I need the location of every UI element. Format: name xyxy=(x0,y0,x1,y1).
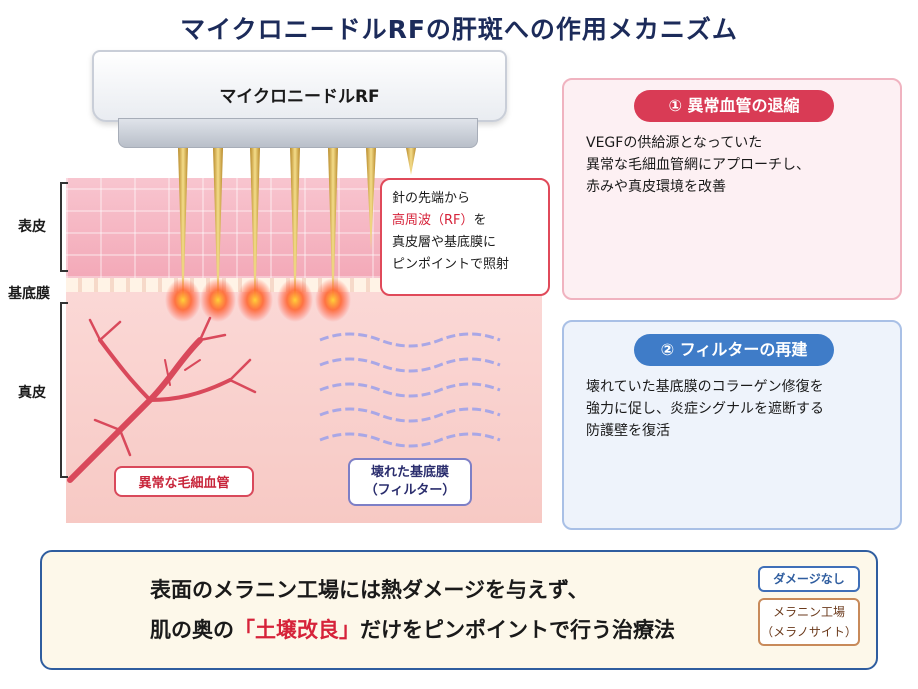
panel-filter-rebuild: ② フィルターの再建 壊れていた基底膜のコラーゲン修復を 強力に促し、炎症シグナ… xyxy=(562,320,902,530)
panel2-line: 防護壁を復活 xyxy=(586,423,670,439)
panel2-line: 強力に促し、炎症シグナルを遮断する xyxy=(586,401,824,417)
summary-text-pre: 肌の奥の xyxy=(150,618,234,642)
panel2-title: ② フィルターの再建 xyxy=(634,334,834,366)
callout-line: 針の先端から xyxy=(392,191,471,206)
panel1-line: 赤みや真皮環境を改善 xyxy=(586,179,726,195)
summary-text-post: だけをピンポイントで行う治療法 xyxy=(360,618,675,642)
panel2-text: 壊れていた基底膜のコラーゲン修復を 強力に促し、炎症シグナルを遮断する 防護壁を… xyxy=(586,376,886,442)
melano-line: メラニン工場 xyxy=(772,605,845,619)
microneedle-device: マイクロニードルRF xyxy=(92,50,507,122)
page-title: マイクロニードルRFの肝斑への作用メカニズム xyxy=(180,15,738,44)
summary-line: 表面のメラニン工場には熱ダメージを与えず、 xyxy=(150,578,589,602)
panel1-line: VEGFの供給源となっていた xyxy=(586,135,763,151)
summary-text: 表面のメラニン工場には熱ダメージを与えず、 肌の奥の「土壌改良」だけをピンポイン… xyxy=(150,570,675,650)
label-dermis: 真皮 xyxy=(18,385,46,401)
summary-box: 表面のメラニン工場には熱ダメージを与えず、 肌の奥の「土壌改良」だけをピンポイン… xyxy=(40,550,878,670)
panel-vessel-regression: ① 異常血管の退縮 VEGFの供給源となっていた 異常な毛細血管網にアプローチし… xyxy=(562,78,902,300)
callout-highlight: 高周波（RF） xyxy=(392,213,474,228)
label-abnormal-vessels: 異常な毛細血管 xyxy=(114,466,254,497)
callout-line: 真皮層や基底膜に xyxy=(392,235,497,250)
melano-line: （メラノサイト） xyxy=(761,625,857,639)
dermis-bracket xyxy=(60,302,68,478)
broken-filter-art xyxy=(319,332,501,448)
needle-icon xyxy=(178,148,416,315)
callout-line: 高周波（RF）を xyxy=(392,210,538,232)
no-damage-badge: ダメージなし xyxy=(758,566,860,592)
panel1-text: VEGFの供給源となっていた 異常な毛細血管網にアプローチし、 赤みや真皮環境を… xyxy=(586,132,886,198)
rf-callout: 針の先端から 高周波（RF）を 真皮層や基底膜に ピンポイントで照射 xyxy=(380,178,550,296)
panel1-title: ① 異常血管の退縮 xyxy=(634,90,834,122)
label-epidermis: 表皮 xyxy=(18,219,46,235)
label-broken-filter: 壊れた基底膜 （フィルター） xyxy=(348,458,472,506)
epidermis-bracket xyxy=(60,182,68,272)
panel1-line: 異常な毛細血管網にアプローチし、 xyxy=(586,157,810,173)
label-basement: 基底膜 xyxy=(8,286,50,302)
filter-label-line: （フィルター） xyxy=(364,483,456,498)
abnormal-vessels-art xyxy=(67,316,257,483)
callout-line: ピンポイントで照射 xyxy=(392,257,510,272)
callout-text: を xyxy=(473,213,487,228)
device-base xyxy=(118,118,478,148)
filter-label-line: 壊れた基底膜 xyxy=(370,465,449,480)
summary-highlight: 「土壌改良」 xyxy=(234,618,360,642)
device-label: マイクロニードルRF xyxy=(219,87,380,107)
summary-line: 肌の奥の「土壌改良」だけをピンポイントで行う治療法 xyxy=(150,610,675,650)
panel2-line: 壊れていた基底膜のコラーゲン修復を xyxy=(586,379,824,395)
melanocyte-label: メラニン工場 （メラノサイト） xyxy=(758,598,860,646)
